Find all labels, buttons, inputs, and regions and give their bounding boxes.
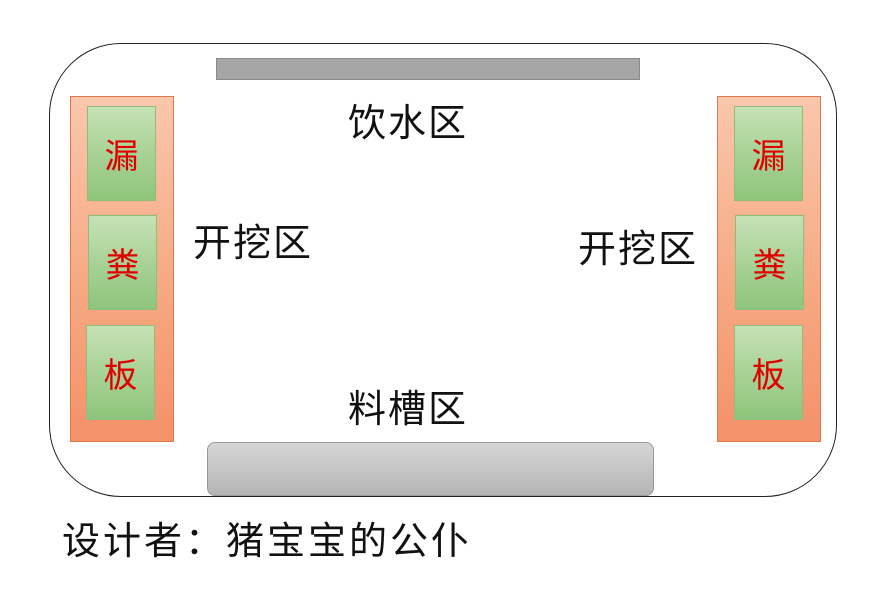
feed-zone-label: 料槽区 (348, 387, 469, 431)
slatted-floor-right: 漏 粪 板 (717, 96, 821, 442)
slat-tile: 粪 (735, 215, 804, 310)
slat-tile: 板 (86, 325, 155, 420)
slat-tile: 漏 (87, 106, 156, 201)
pen-outline (49, 43, 837, 497)
slat-tile: 板 (734, 325, 803, 420)
slat-tile: 粪 (88, 215, 157, 310)
slatted-floor-left: 漏 粪 板 (70, 96, 174, 442)
slat-tile: 漏 (734, 106, 803, 201)
dig-zone-left-label: 开挖区 (193, 221, 314, 265)
dig-zone-right-label: 开挖区 (578, 227, 699, 271)
water-line-bar (216, 58, 640, 80)
feed-trough (207, 442, 654, 496)
designer-credit: 设计者：猪宝宝的公仆 (62, 519, 473, 563)
water-zone-label: 饮水区 (348, 101, 469, 145)
